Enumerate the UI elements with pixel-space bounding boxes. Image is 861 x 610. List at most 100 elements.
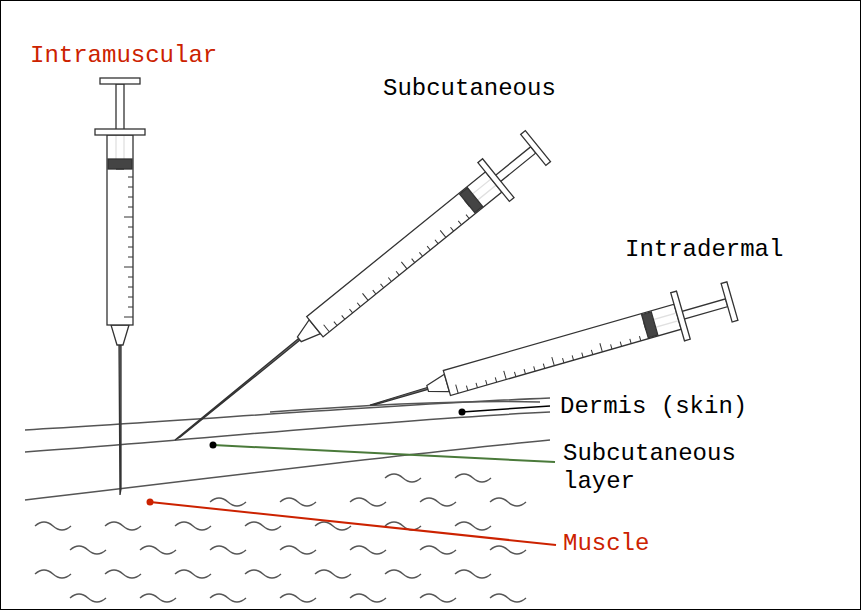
dermis-boundary <box>25 412 550 452</box>
graduation-tick <box>128 207 133 208</box>
graduation-tick <box>396 271 399 275</box>
graduation-tick <box>401 262 407 269</box>
graduation-tick <box>128 227 133 228</box>
graduation-tick <box>495 377 496 382</box>
leader-line <box>213 445 555 462</box>
graduation-tick <box>435 240 438 244</box>
muscle-wave <box>350 594 386 602</box>
graduation-tick <box>639 336 640 341</box>
graduation-tick <box>591 350 592 355</box>
graduation-tick <box>524 369 525 374</box>
muscle-wave <box>105 522 141 530</box>
muscle-wave <box>455 474 491 482</box>
muscle-wave <box>455 522 491 530</box>
graduation-tick <box>128 197 133 198</box>
muscle-wave <box>420 594 456 602</box>
leader-dot <box>210 442 217 449</box>
thumb-plate <box>721 282 738 322</box>
graduation-tick <box>128 257 133 258</box>
dermis-line <box>270 401 540 412</box>
graduation-tick <box>128 277 133 278</box>
graduation-tick <box>476 383 477 388</box>
graduation-tick <box>534 366 535 371</box>
muscle-wave <box>70 594 106 602</box>
graduation-tick <box>486 380 487 385</box>
graduation-tick <box>582 353 583 358</box>
graduation-tick <box>427 246 430 250</box>
muscle-wave <box>490 594 526 602</box>
layer-label: Dermis (skin) <box>560 393 747 421</box>
leader-line <box>150 502 556 545</box>
graduation-tick <box>128 307 133 308</box>
needle-hub <box>111 325 129 345</box>
graduation-tick <box>456 385 458 394</box>
graduation-tick <box>450 227 453 231</box>
muscle-wave <box>350 546 386 554</box>
muscle-wave <box>490 546 526 554</box>
graduation-tick <box>543 364 544 369</box>
graduation-tick <box>128 177 133 178</box>
graduation-tick <box>458 221 461 225</box>
needle <box>370 388 428 406</box>
muscle-wave <box>70 546 106 554</box>
muscle-wave <box>455 570 491 578</box>
needle <box>174 339 300 441</box>
graduation-tick <box>466 386 467 391</box>
muscle-wave <box>420 498 456 506</box>
graduation-tick <box>128 237 133 238</box>
muscle-wave <box>315 570 351 578</box>
plunger-seal <box>460 188 483 213</box>
syringes <box>95 78 739 495</box>
barrel <box>307 172 502 337</box>
muscle-wave <box>385 474 421 482</box>
method-label: Intradermal <box>625 236 783 264</box>
plunger-seal <box>642 312 658 338</box>
layer-label: Subcutaneous layer <box>563 440 793 495</box>
graduation-tick <box>373 290 376 294</box>
graduation-tick <box>630 339 631 344</box>
thumb-plate <box>100 78 140 84</box>
plunger-tip <box>644 322 646 330</box>
graduation-tick <box>124 317 133 318</box>
muscle-wave <box>280 594 316 602</box>
leader-lines <box>147 406 557 545</box>
muscle-wave <box>105 570 141 578</box>
graduation-tick <box>342 315 345 319</box>
syringe <box>159 127 553 460</box>
graduation-tick <box>357 303 360 307</box>
muscle-wave <box>140 546 176 554</box>
graduation-tick <box>128 187 133 188</box>
plunger-tip <box>116 168 124 169</box>
method-label: Subcutaneous <box>383 75 556 103</box>
muscle-wave <box>280 498 316 506</box>
graduation-tick <box>128 297 133 298</box>
graduation-tick <box>334 322 337 326</box>
muscle-wave <box>245 570 281 578</box>
method-label: Intramuscular <box>30 42 217 70</box>
thumb-plate <box>521 131 551 166</box>
graduation-tick <box>552 357 554 366</box>
muscle-wave <box>210 546 246 554</box>
barrel <box>443 304 681 395</box>
graduation-tick <box>388 278 391 282</box>
finger-flange <box>478 159 514 202</box>
graduation-tick <box>124 217 133 218</box>
leader-dot <box>459 409 466 416</box>
graduation-tick <box>412 259 415 263</box>
graduation-tick <box>124 267 133 268</box>
graduation-tick <box>362 293 368 300</box>
plunger-seal <box>108 159 132 169</box>
graduation-tick <box>440 230 446 237</box>
graduation-tick <box>381 284 384 288</box>
graduation-tick <box>600 343 602 352</box>
syringe <box>95 78 145 495</box>
muscle-wave <box>490 498 526 506</box>
muscle-wave <box>385 570 421 578</box>
plunger-tip <box>465 200 470 206</box>
graduation-tick <box>563 358 564 363</box>
muscle-wave <box>245 522 281 530</box>
graduation-tick <box>514 372 515 377</box>
